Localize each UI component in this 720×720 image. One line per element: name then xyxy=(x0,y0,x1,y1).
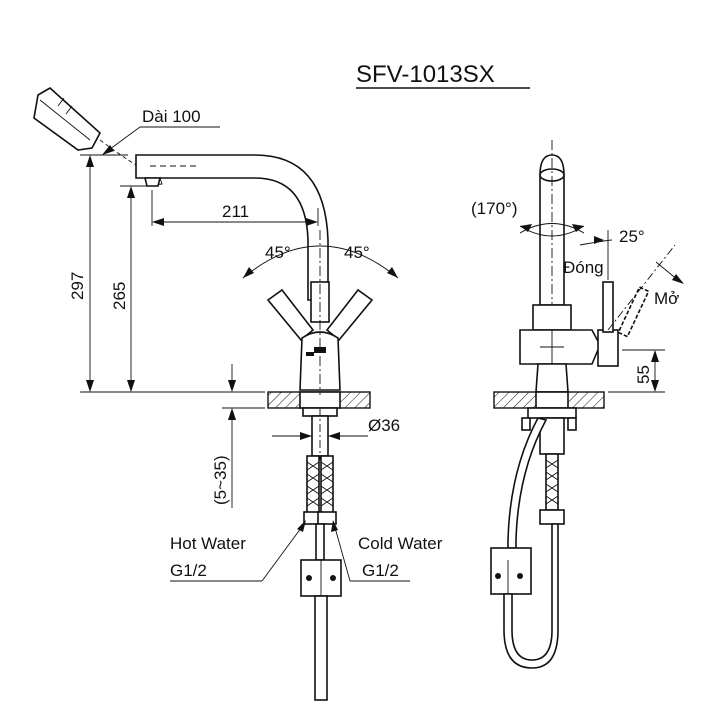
cold-water-callout: Cold Water G1/2 xyxy=(331,520,443,582)
diameter-label: Ø36 xyxy=(368,416,400,435)
mounting-shank-left xyxy=(302,407,338,460)
dimension-265-label: 265 xyxy=(110,282,129,310)
close-label: Đóng xyxy=(563,258,604,277)
dimension-55: 55 xyxy=(608,349,665,393)
side-view: (170°) 25° Đóng Mở xyxy=(471,140,684,669)
spout-side xyxy=(539,140,565,400)
hot-water-callout: Hot Water G1/2 xyxy=(170,520,306,582)
pull-out-spray-head xyxy=(33,87,137,166)
angle-left-label: 45° xyxy=(265,243,291,262)
supply-hoses-left xyxy=(303,455,337,525)
open-label: Mở xyxy=(654,289,679,308)
dimension-265: 265 xyxy=(110,185,148,392)
length-label: Dài 100 xyxy=(142,107,201,126)
tilt-label: 25° xyxy=(619,227,645,246)
rotation-label: (170°) xyxy=(471,199,517,218)
angle-right-label: 45° xyxy=(344,243,370,262)
hot-thread-label: G1/2 xyxy=(170,561,207,580)
spout xyxy=(135,154,329,301)
mounting-shank-right xyxy=(521,407,577,525)
pull-out-hose-right xyxy=(490,417,559,669)
hot-water-label: Hot Water xyxy=(170,534,246,553)
dimension-thickness: (5~35) xyxy=(211,364,265,508)
dimension-211-label: 211 xyxy=(222,202,249,221)
lever-side xyxy=(602,281,650,338)
cold-water-label: Cold Water xyxy=(358,534,443,553)
tilt-indicator: 25° Đóng Mở xyxy=(563,227,684,331)
front-view: 297 265 211 Dài 100 xyxy=(33,87,443,701)
lever-angle-arc: 45° 45° xyxy=(242,230,399,395)
pull-out-hose-left xyxy=(300,523,342,701)
countertop-right xyxy=(493,391,605,409)
rotation-indicator: (170°) xyxy=(471,199,585,237)
length-callout: Dài 100 xyxy=(102,107,220,155)
faucet-body-side xyxy=(519,304,619,393)
countertop-left xyxy=(267,391,371,409)
model-title: SFV-1013SX xyxy=(356,61,530,89)
dimension-diameter: Ø36 xyxy=(272,416,400,440)
dimension-211: 211 xyxy=(151,190,319,226)
cold-thread-label: G1/2 xyxy=(362,561,399,580)
dimension-297: 297 xyxy=(68,154,265,393)
range-label: (5~35) xyxy=(211,455,230,505)
model-title-text: SFV-1013SX xyxy=(356,61,495,88)
dimension-55-label: 55 xyxy=(634,365,653,384)
dimension-297-label: 297 xyxy=(68,272,87,300)
